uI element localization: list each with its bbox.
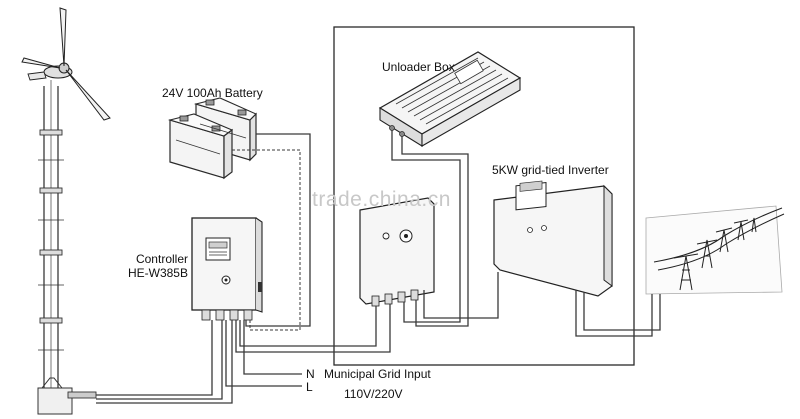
grid-n-label: N	[306, 367, 315, 381]
wind-turbine-rotor	[21, 7, 111, 121]
wiring	[96, 130, 661, 404]
power-grid	[645, 205, 785, 295]
battery-pack	[167, 97, 257, 180]
watermark-text: trade.china.cn	[312, 188, 451, 211]
unloader-box-label: Unloader Box	[382, 60, 455, 74]
grid-tied-inverter	[493, 180, 613, 297]
controller-model-label: HE-W385B	[127, 266, 188, 280]
wind-turbine-tower	[38, 80, 64, 390]
wind-turbine	[21, 7, 111, 415]
grid-l-label: L	[306, 380, 313, 394]
inverter-left-unit	[359, 197, 435, 307]
grid-voltage-label: 110V/220V	[344, 387, 403, 401]
wind-turbine-base	[37, 377, 97, 415]
grid-input-label: Municipal Grid Input	[324, 367, 431, 381]
battery-label: 24V 100Ah Battery	[162, 86, 263, 100]
inverter-enclosure	[333, 26, 635, 366]
inverter-label: 5KW grid-tied Inverter	[492, 163, 609, 177]
controller-unit	[191, 217, 263, 321]
unloader-box	[378, 51, 522, 147]
controller-label: Controller	[135, 252, 188, 266]
